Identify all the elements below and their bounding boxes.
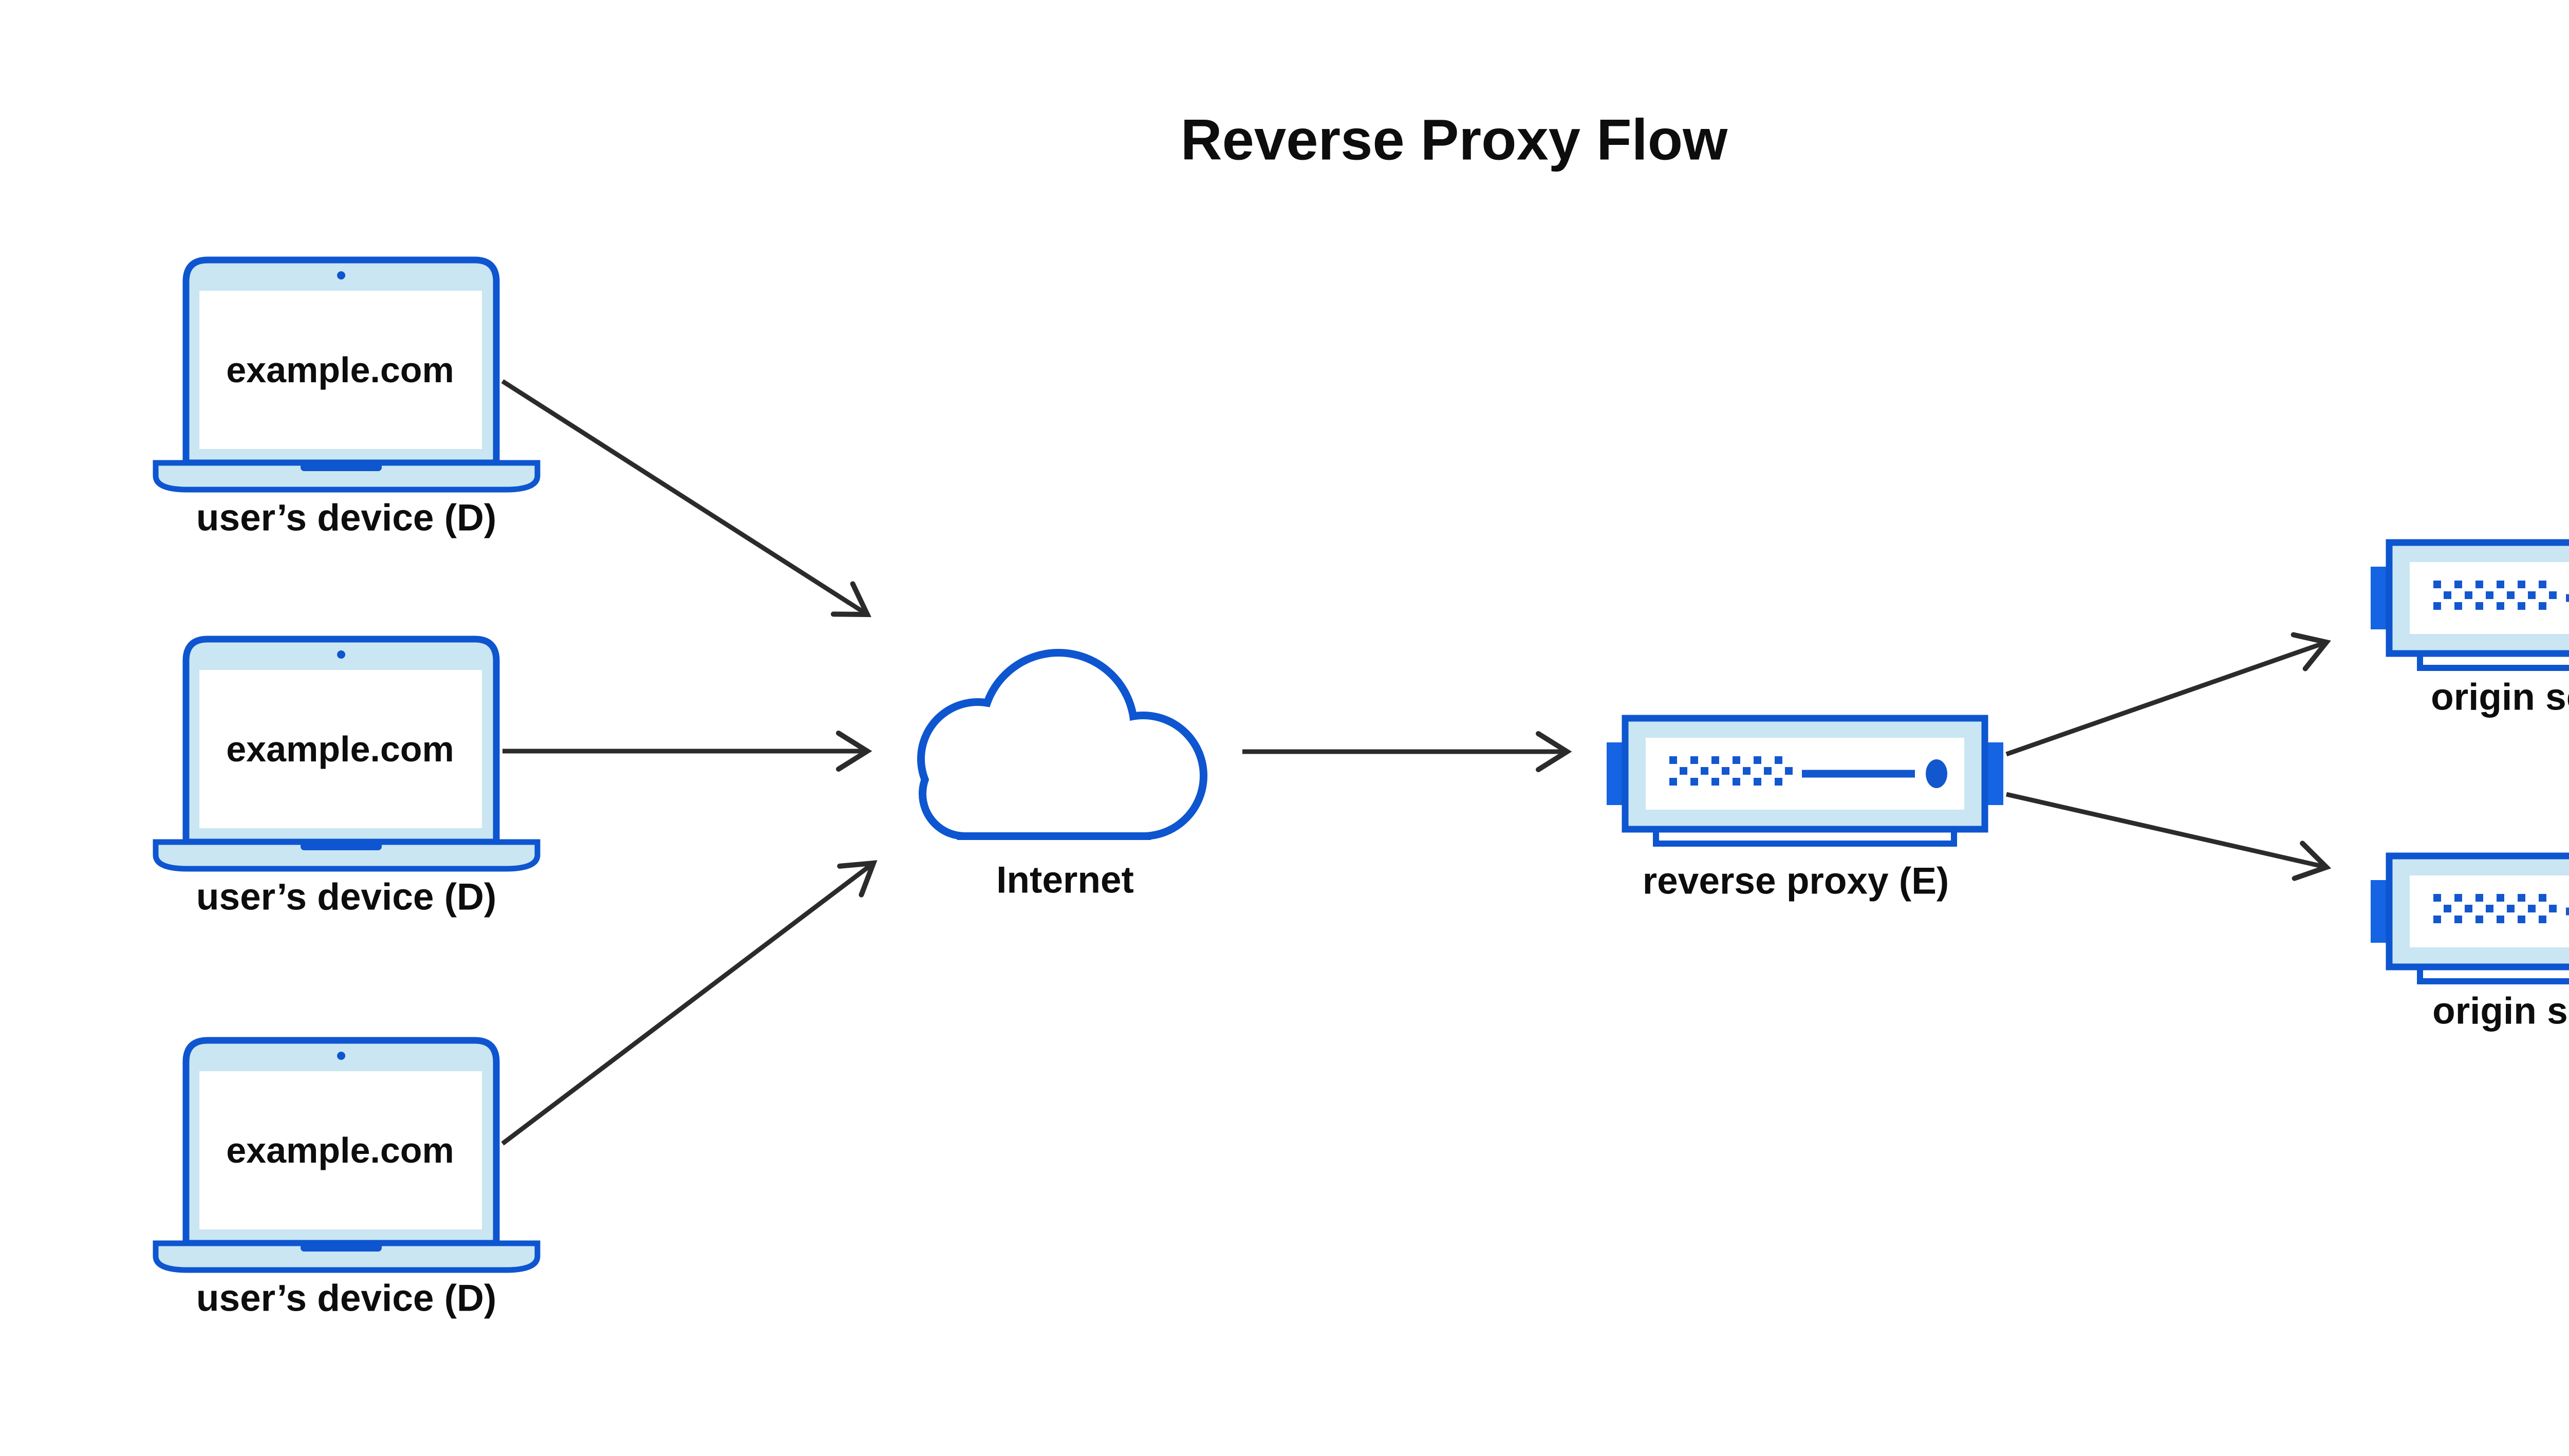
device-node-3: example.com user’s device (D) (156, 1040, 537, 1319)
device-node-2: example.com user’s device (D) (156, 639, 537, 918)
server-icon (2371, 543, 2569, 668)
device-label: user’s device (D) (196, 497, 496, 539)
device-node-1: example.com user’s device (D) (156, 260, 537, 539)
origin-server-node-1: origin server (F) (2371, 543, 2569, 718)
origin-server-label: origin server (F) (2432, 991, 2569, 1032)
internet-node: Internet (917, 649, 1207, 901)
device-screen-url: example.com (226, 729, 454, 769)
arrow-device1-to-internet (501, 379, 871, 618)
device-screen-url: example.com (226, 350, 454, 390)
reverse-proxy-node: reverse proxy (E) (1607, 718, 2003, 902)
device-label: user’s device (D) (196, 876, 496, 918)
arrow-device3-to-internet (501, 860, 878, 1146)
cloud-icon (917, 649, 1207, 840)
device-label: user’s device (D) (196, 1278, 496, 1319)
connections (501, 379, 2332, 1146)
device-screen-url: example.com (226, 1130, 454, 1170)
origin-server-label: origin server (F) (2431, 677, 2569, 718)
internet-label: Internet (996, 860, 1134, 901)
arrow-proxy-to-origin2 (2005, 792, 2332, 881)
arrow-proxy-to-origin1 (2005, 632, 2331, 757)
origin-server-node-2: origin server (F) (2371, 856, 2569, 1032)
server-icon (1607, 718, 2003, 844)
reverse-proxy-label: reverse proxy (E) (1643, 861, 1949, 902)
server-icon (2371, 856, 2569, 981)
page-title: Reverse Proxy Flow (1181, 108, 1728, 172)
